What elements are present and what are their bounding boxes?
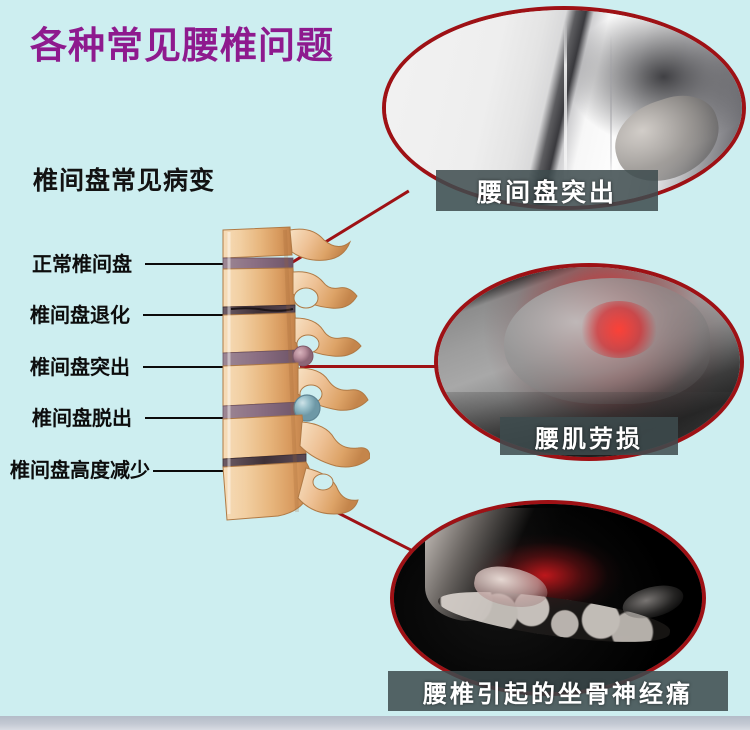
leader-line-degeneration	[143, 314, 241, 316]
shirt-fold	[610, 33, 613, 179]
disc-normal	[222, 257, 294, 270]
photo-image-sciatica	[394, 504, 702, 692]
caption-sciatica: 腰椎引起的坐骨神经痛	[388, 671, 728, 711]
leader-line-protrusion	[143, 366, 241, 368]
caption-muscle-strain: 腰肌劳损	[500, 417, 678, 455]
leader-line-to-strain	[300, 365, 440, 368]
disc-prolapse-nucleus	[293, 394, 321, 422]
photo-callout-sciatica	[390, 500, 706, 696]
disc-bulge	[292, 345, 314, 367]
spine-label-degeneration: 椎间盘退化	[30, 303, 130, 327]
caption-disc-herniation: 腰间盘突出	[436, 170, 658, 211]
leader-line-reduced-height	[153, 470, 241, 472]
shirt-fold	[564, 21, 567, 195]
spine-label-prolapse: 椎间盘脱出	[32, 406, 132, 430]
vertebra-l1	[222, 226, 352, 261]
spine-label-reduced-height: 椎间盘高度减少	[10, 458, 150, 482]
spine-label-protrusion: 椎间盘突出	[30, 355, 130, 379]
spine-illustration	[205, 222, 371, 552]
section-subtitle: 椎间盘常见病变	[33, 166, 216, 195]
spine-label-normal-disc: 正常椎间盘	[32, 252, 132, 276]
pain-glow-icon	[579, 301, 659, 359]
page-title: 各种常见腰椎问题	[30, 24, 334, 67]
vertebra-sacrum	[222, 461, 359, 521]
bottom-strip	[0, 716, 750, 730]
leader-line-normal-disc	[145, 263, 240, 265]
vertebra-l5	[222, 414, 371, 468]
leader-line-prolapse	[145, 417, 241, 419]
